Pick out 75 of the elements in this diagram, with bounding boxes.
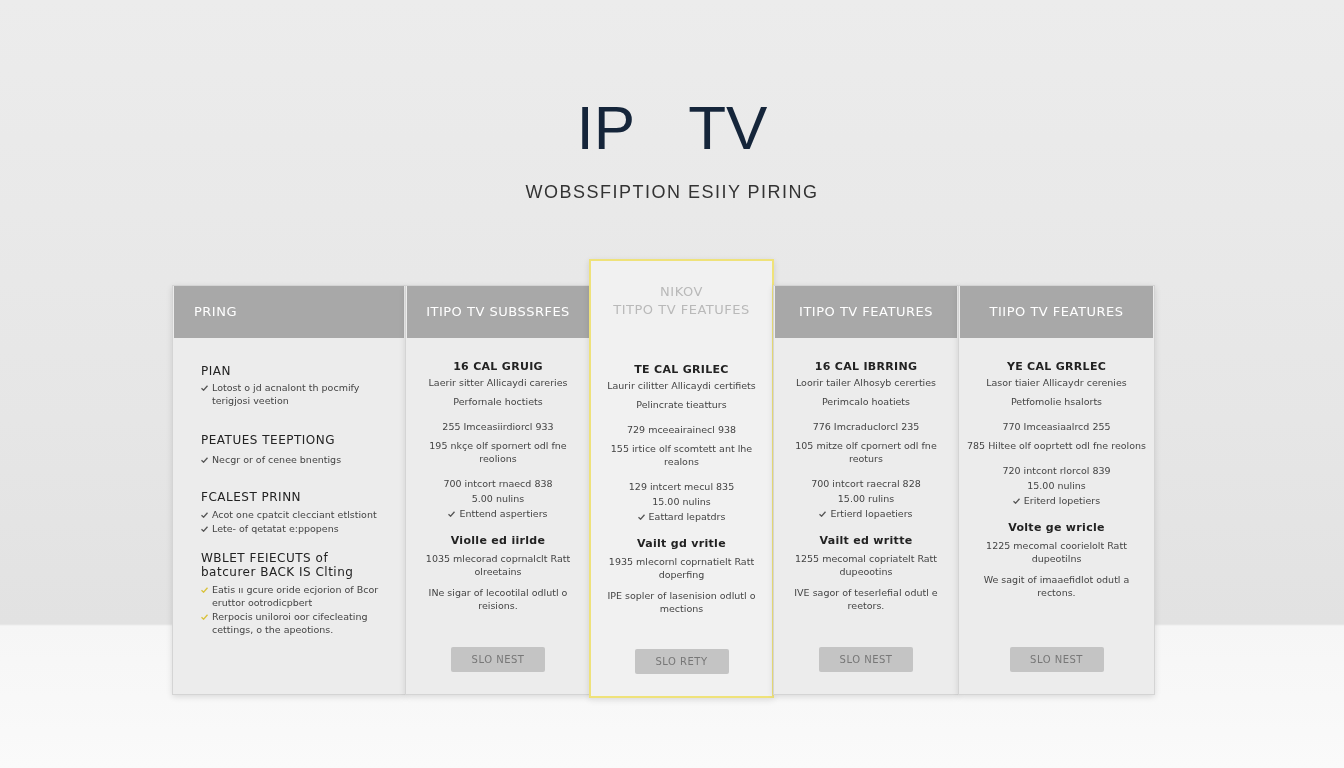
- plan-heading: Violle ed iirlde: [450, 534, 546, 548]
- plan-heading: PEATUES TEEPTIONG: [201, 433, 336, 447]
- feature-text: IVE sagor of teserlefial odutl e reetors.: [793, 586, 939, 612]
- feature-text: Lasor tiaier Allicaydr cerenies: [986, 376, 1127, 389]
- feature-text: 155 irtice olf scomtett ant lhe realons: [609, 442, 754, 468]
- plan-heading: Vailt ed writte: [819, 534, 913, 548]
- feature-text: 1255 mecomal copriatelt Ratt dupeootins: [793, 552, 939, 578]
- feature-text: Laurir cilitter Allicaydi certifiets: [607, 379, 756, 392]
- subtitle-text: WOBSSFIPTION ESIIY PIRING: [524, 182, 820, 203]
- select-button: SLO NEST: [1009, 647, 1104, 672]
- feature-text: 729 mceeairainecl 938: [627, 423, 736, 436]
- feature-text: We sagit of imaaefidlot odutl a rectons.: [982, 573, 1131, 599]
- feature-text: 700 intcort rnaecd 838: [443, 477, 553, 490]
- card-header: [407, 286, 589, 338]
- feature-text: Laerir sitter Allicaydi careries: [428, 376, 568, 389]
- feature-text: 129 intcert mecul 835: [628, 480, 735, 493]
- feature-text: 785 Hiltee olf ooprtett odl fne reolons: [967, 439, 1146, 452]
- feature-text: Eatis ıı gcure oride ecjorion of Bcor eruttor ootrodicpbert: [212, 583, 380, 609]
- card-header: [775, 286, 957, 338]
- plan-heading: YE CAL GRRLEC: [1006, 360, 1107, 374]
- header-text: ITIPO TV FEATURES: [799, 303, 933, 321]
- feature-text: 1935 mlecornl coprnatielt Ratt doperfing: [607, 555, 756, 581]
- plan-heading: Volte ge wricle: [1008, 521, 1105, 535]
- feature-text: 255 Imceasiirdiorcl 933: [442, 420, 554, 433]
- feature-text: Enttend aspertiers: [459, 507, 548, 520]
- feature-text: Rerpocis uniloroi oor cifecleating cettings, o the apeotions.: [212, 610, 369, 636]
- feature-text: 5.00 nulins: [471, 492, 525, 505]
- pricing-card: [958, 285, 1155, 695]
- card-header: [960, 286, 1153, 338]
- feature-text: Necgr or of cenee bnentigs: [212, 453, 342, 466]
- feature-text: 770 Imceasiaalrcd 255: [1002, 420, 1111, 433]
- plan-heading: Vailt gd vritle: [637, 537, 726, 551]
- plan-heading: TE CAL GRILEC: [634, 363, 729, 377]
- title-text: IP TV: [575, 92, 769, 163]
- select-button: SLO NEST: [451, 647, 545, 672]
- header-text: PRING: [194, 303, 237, 321]
- feature-text: 720 intcont rlorcol 839: [1002, 464, 1111, 477]
- feature-text: 105 mitze olf cpornert odl fne reoturs: [794, 439, 938, 465]
- feature-text: Perfornale hoctiets: [453, 395, 543, 408]
- plan-heading: PIAN: [201, 364, 231, 378]
- pricing-card: [405, 285, 591, 695]
- feature-text: IPE sopler of lasenision odlutl o mections: [606, 589, 757, 615]
- feature-text: Loorir tailer Alhosyb cererties: [795, 376, 937, 389]
- feature-text: 15.00 rulins: [837, 492, 895, 505]
- select-button: SLO NEST: [819, 647, 913, 672]
- header-text: ITIPO TV SUBSSRFES: [426, 303, 570, 321]
- pricing-card: [589, 259, 774, 698]
- feature-text: Lotost o jd acnalont th pocmify terigjosi veetion: [212, 381, 361, 407]
- feature-text: Perimcalo hoatiets: [821, 395, 911, 408]
- pricing-card: [172, 285, 406, 695]
- header-text: TITPO TV FEATUFES: [613, 301, 750, 319]
- feature-text: 15.00 nulins: [652, 495, 711, 508]
- feature-text: INe sigar of lecootilal odlutl o reisions.: [427, 586, 569, 612]
- feature-text: 776 Imcraduclorcl 235: [812, 420, 920, 433]
- feature-text: 700 intcort raecral 828: [811, 477, 921, 490]
- feature-text: Lete- of qetatat e:ppopens: [212, 522, 339, 535]
- card-header: [174, 286, 404, 338]
- feature-text: 15.00 nulins: [1027, 479, 1086, 492]
- feature-text: Acot one cpatcit clecciant etlstiont: [212, 508, 377, 521]
- header-text: TIIPO TV FEATURES: [989, 303, 1124, 321]
- feature-text: Eriterd lopetiers: [1023, 494, 1101, 507]
- select-button: SLO RETY: [634, 649, 729, 674]
- feature-text: Petfomolie hsalorts: [1010, 395, 1103, 408]
- feature-text: 195 nkçe olf spornert odl fne reolions: [428, 439, 568, 465]
- pricing-card: [773, 285, 959, 695]
- feature-text: 1035 mlecorad coprnalclt Ratt olreetains: [424, 552, 572, 578]
- plan-heading: 16 CAL IBRRING: [814, 360, 918, 374]
- feature-text: Pelincrate tieatturs: [636, 398, 727, 411]
- plan-heading: WBLET FEIECUTS of batcurer BACK IS Clting: [201, 551, 355, 579]
- feature-text: 1225 mecomal coorielolt Ratt dupeotilns: [985, 539, 1128, 565]
- plan-heading: FCALEST PRINN: [201, 490, 302, 504]
- feature-text: Ertierd lopaetiers: [830, 507, 913, 520]
- plan-heading: 16 CAL GRUIG: [453, 360, 543, 374]
- feature-text: Eattard lepatdrs: [648, 510, 726, 523]
- header-text: NIKOV: [660, 283, 703, 301]
